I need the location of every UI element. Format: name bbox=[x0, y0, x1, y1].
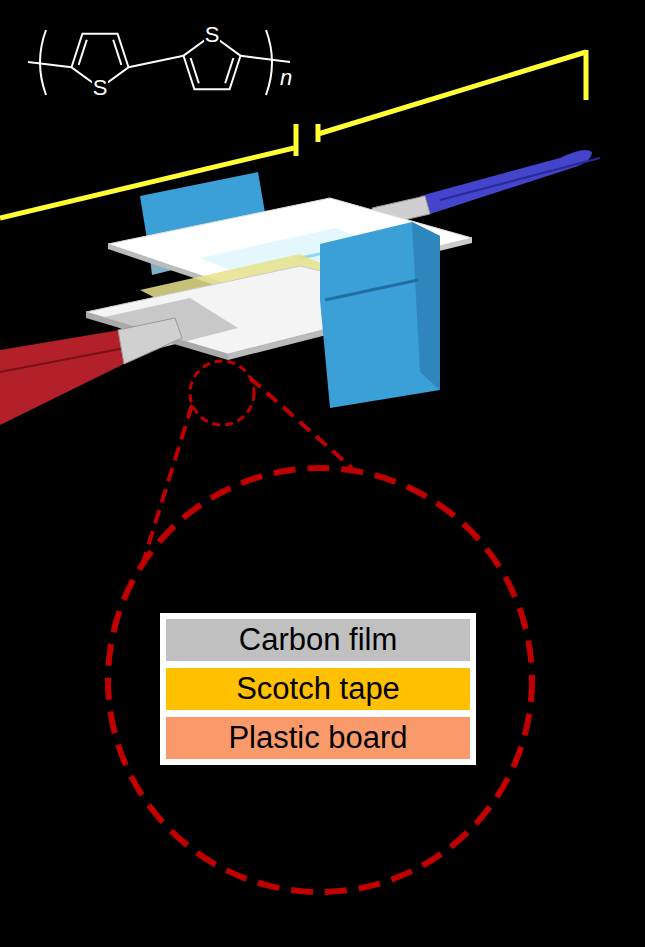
red-alligator-clip bbox=[0, 318, 182, 425]
polythiophene-structure bbox=[28, 30, 290, 95]
binder-clip bbox=[320, 222, 440, 408]
blue-alligator-clip bbox=[372, 150, 600, 226]
atom-label: S bbox=[92, 77, 109, 99]
circuit-wire bbox=[0, 50, 586, 218]
repeat-subscript: n bbox=[279, 67, 293, 89]
legend-swatch: Plastic board bbox=[166, 717, 470, 759]
zoom-callout bbox=[108, 361, 532, 892]
legend-text: Plastic board bbox=[228, 720, 407, 756]
legend-text: Carbon film bbox=[239, 622, 398, 658]
legend-box: Carbon filmScotch tapePlastic board bbox=[160, 613, 476, 765]
legend-swatch: Carbon film bbox=[166, 619, 470, 661]
legend-swatch: Scotch tape bbox=[166, 668, 470, 710]
atom-label: S bbox=[204, 24, 221, 46]
legend-text: Scotch tape bbox=[236, 671, 400, 707]
